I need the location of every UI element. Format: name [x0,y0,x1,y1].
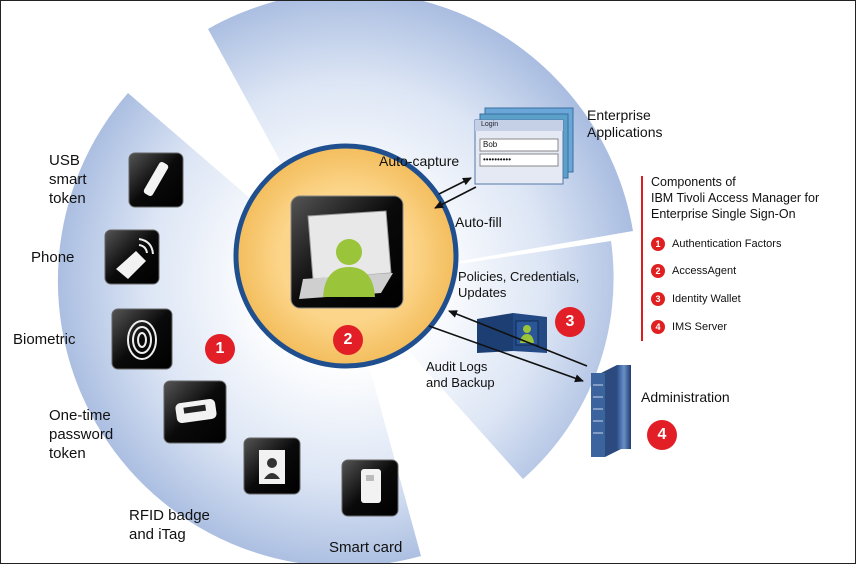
legend-label-1: Authentication Factors [672,238,782,250]
badge-authentication-factors: 1 [205,334,235,364]
fingerprint-icon [111,308,173,370]
badge-accessagent: 2 [333,325,363,355]
login-title: Login [481,121,499,128]
legend-item-3: 3 Identity Wallet [651,291,741,307]
login-username: Bob [483,140,498,149]
auto-fill-label: Auto-fill [455,214,502,230]
accessagent-icon [290,195,404,309]
legend-title: Components of IBM Tivoli Access Manager … [651,175,820,221]
login-password: •••••••••• [483,155,512,164]
enterprise-apps-label: Enterprise Applications [587,107,663,140]
legend-label-2: AccessAgent [672,265,737,277]
legend-item-1: 1 Authentication Factors [651,236,781,252]
smart-card-label: Smart card [329,539,403,556]
usb-token-icon [128,152,184,208]
administration-label: Administration [641,389,730,405]
auto-fill-arrow [434,186,477,209]
usb-token-label: USB smart token [49,152,87,207]
rfid-badge-label: RFID badge and iTag [129,507,210,543]
enterprise-app-windows [474,107,574,185]
audit-label: Audit Logs and Backup [426,359,495,390]
ims-server-icon [591,365,631,457]
legend-label-4: IMS Server [672,321,728,333]
legend-item-4: 4 IMS Server [651,319,727,335]
factors-sector [57,93,421,563]
legend-badge-2: 2 [651,264,665,278]
otp-token-label: One-time password token [49,407,114,462]
audit-arrow [428,325,584,383]
otp-token-icon [163,380,227,444]
rfid-badge-icon [243,437,301,495]
legend-badge-3: 3 [651,292,665,306]
badge-identity-wallet: 3 [555,307,585,337]
auto-capture-arrow [438,177,472,195]
legend-item-2: 2 AccessAgent [651,263,736,279]
biometric-label: Biometric [13,331,76,348]
smart-card-icon [341,459,399,517]
policies-arrow [448,310,588,367]
auto-capture-label: Auto-capture [379,153,460,169]
phone-label: Phone [31,249,75,266]
legend-label-3: Identity Wallet [672,293,741,305]
badge-ims-server: 4 [647,420,677,450]
policies-label: Policies, Credentials, Updates [458,269,580,300]
legend-badge-4: 4 [651,320,665,334]
identity-wallet-icon [477,313,547,353]
phone-icon [104,229,160,285]
legend-badge-1: 1 [651,237,665,251]
